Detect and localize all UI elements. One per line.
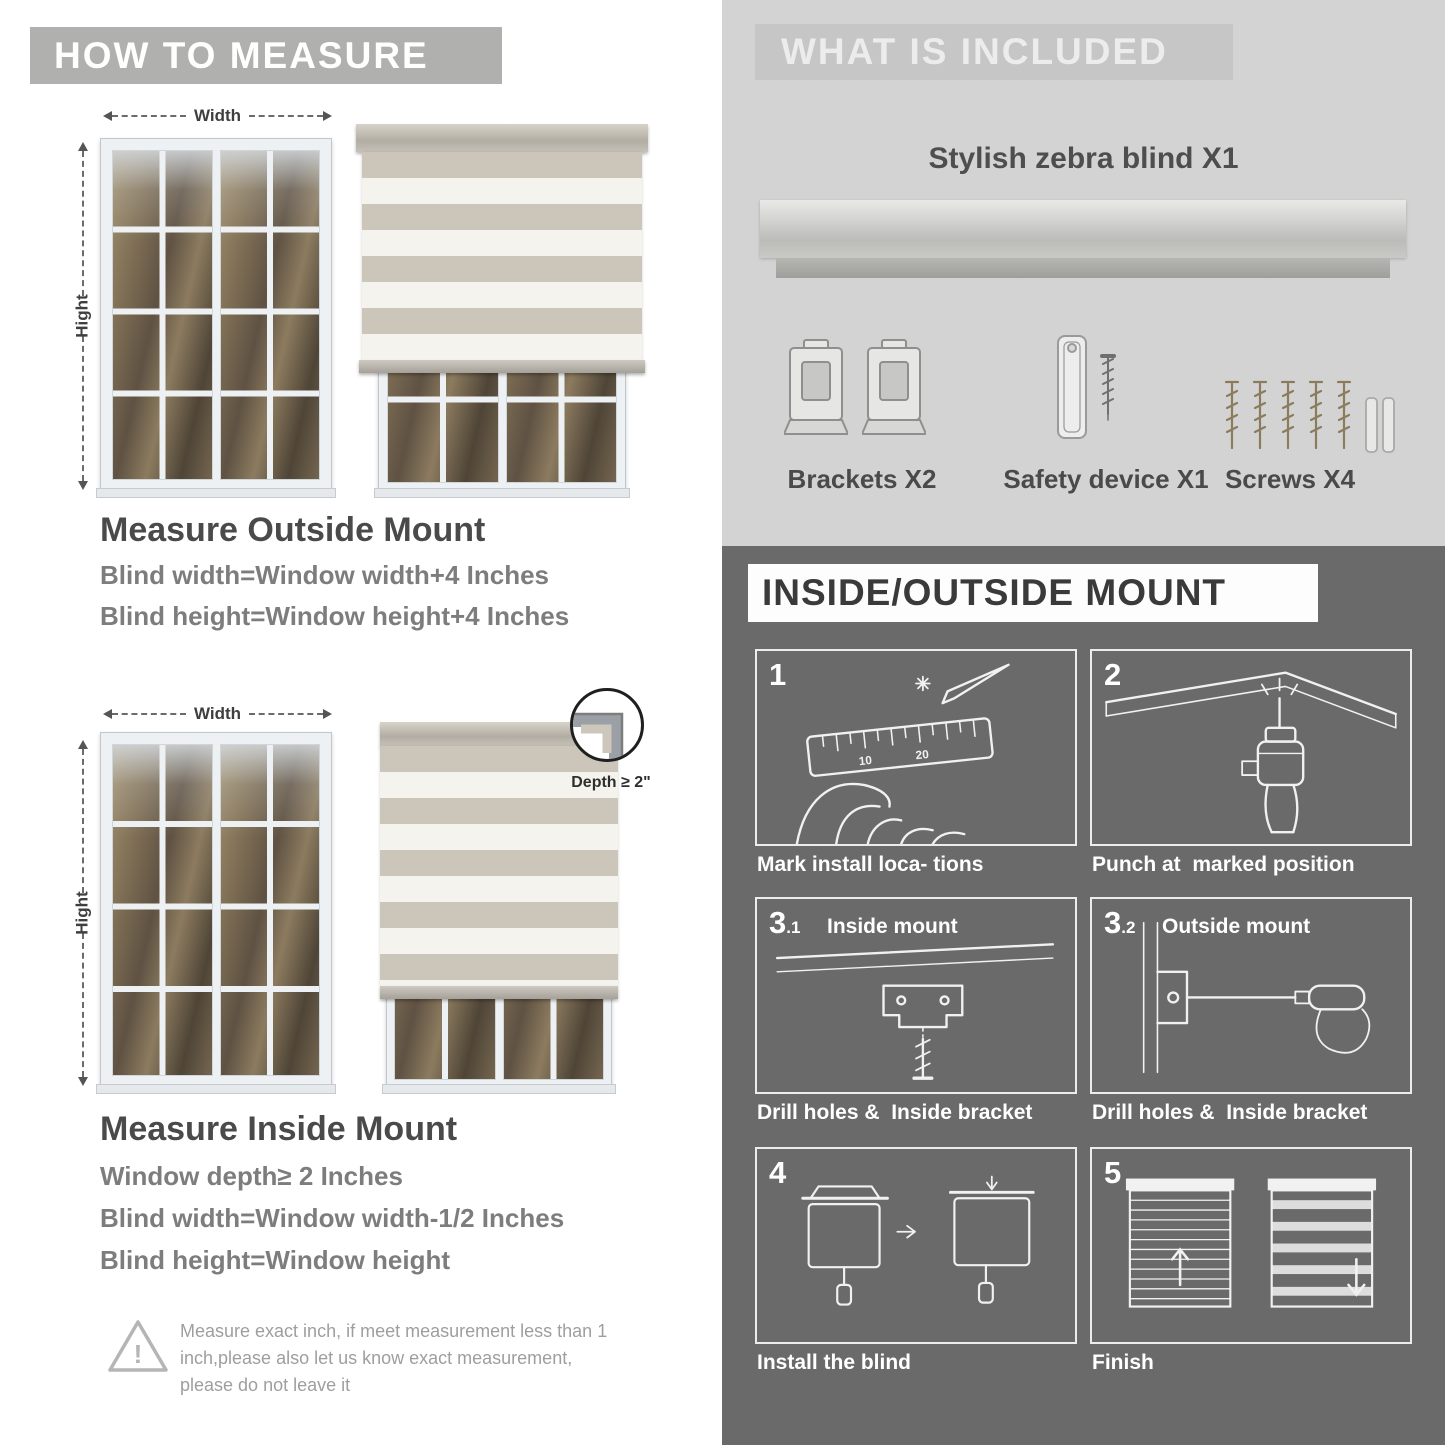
- width-arrow: Width: [103, 105, 332, 127]
- inside-mount-rule: Window depth≥ 2 Inches: [100, 1161, 403, 1191]
- step-3-2-panel: 3.2 Outside mount: [1090, 897, 1412, 1094]
- height-arrow: Hight: [72, 142, 94, 490]
- step-2-panel: 2: [1090, 649, 1412, 846]
- blind-cassette: [356, 124, 648, 152]
- dashed-line: [82, 336, 84, 481]
- step-3-1-panel: 3.1 Inside mount: [755, 897, 1077, 1094]
- inside-bracket-illustration: [775, 943, 1055, 1080]
- dashed-line: [82, 749, 84, 893]
- mount-title: INSIDE/OUTSIDE MOUNT: [762, 572, 1227, 613]
- bracket-icon: [784, 339, 848, 435]
- window-sash: [112, 744, 213, 1076]
- step-number: 2: [1104, 657, 1122, 692]
- what-is-included-section: WHAT IS INCLUDED Stylish zebra blind X1: [722, 0, 1445, 546]
- arrow-left-icon: [103, 709, 112, 719]
- arrow-left-icon: [103, 111, 112, 121]
- width-arrow: Width: [103, 703, 332, 725]
- arrow-down-icon: [78, 481, 88, 490]
- window-sash: [219, 150, 320, 480]
- safety-device-icon: [1057, 335, 1116, 439]
- outside-bracket-illustration: [1142, 921, 1371, 1074]
- finish-illustration: [1125, 1178, 1377, 1308]
- width-label: Width: [193, 106, 242, 125]
- step-1-panel: 1 10 20: [755, 649, 1077, 846]
- blind-item-label: Stylish zebra blind X1: [928, 142, 1239, 175]
- dashed-line: [112, 115, 186, 117]
- window-corner-zoom-icon: [573, 712, 624, 759]
- zebra-blind-outside-illustration: [356, 124, 648, 498]
- blind-bottom-rail: [380, 986, 618, 999]
- screws-label: Screws X4: [1224, 464, 1356, 494]
- window-sash: [112, 150, 213, 480]
- mark-location-illustration: 10 20: [795, 663, 1010, 844]
- what-is-included-banner: WHAT IS INCLUDED: [755, 24, 1233, 80]
- arrow-right-icon: [323, 709, 332, 719]
- mount-banner: INSIDE/OUTSIDE MOUNT: [748, 564, 1318, 622]
- step-2-caption: Punch at marked position: [1092, 853, 1355, 876]
- dashed-line: [82, 151, 84, 296]
- outside-mount-rule: Blind height=Window height+4 Inches: [100, 601, 570, 631]
- how-to-measure-banner: HOW TO MEASURE: [30, 27, 502, 84]
- step-4-caption: Install the blind: [757, 1351, 912, 1374]
- blind-fabric-stripes: [380, 746, 618, 986]
- window-outside-illustration: [96, 138, 336, 498]
- outside-mount-rule: Blind width=Window width+4 Inches: [100, 560, 549, 590]
- step-5-panel: 5: [1090, 1147, 1412, 1344]
- dashed-line: [82, 933, 84, 1077]
- dashed-line: [112, 713, 186, 715]
- arrow-right-icon: [323, 111, 332, 121]
- svg-text:!: !: [134, 1339, 143, 1369]
- mount-steps-section: INSIDE/OUTSIDE MOUNT 1 10 20: [722, 546, 1445, 1445]
- bracket-icon: [862, 339, 926, 435]
- dashed-line: [249, 115, 323, 117]
- width-label: Width: [193, 704, 242, 723]
- drill-punch-illustration: [1105, 671, 1397, 834]
- depth-label: Depth ≥ 2": [571, 774, 651, 791]
- arrow-down-icon: [78, 1077, 88, 1086]
- svg-text:10: 10: [858, 753, 873, 768]
- window-inside-illustration: [96, 732, 336, 1094]
- blind-bottom-rail: [359, 360, 645, 373]
- measure-warning-text: Measure exact inch, if meet measurement …: [180, 1321, 608, 1395]
- outside-mount-label: Outside mount: [1162, 915, 1311, 938]
- screws-icon: [1224, 380, 1395, 453]
- safety-device-label: Safety device X1: [1003, 464, 1209, 494]
- step-number: 5: [1104, 1155, 1122, 1190]
- inside-mount-label: Inside mount: [827, 915, 958, 938]
- install-blind-illustration: [801, 1175, 1035, 1306]
- step-number: 1: [769, 657, 787, 692]
- step-number: 3.1: [769, 905, 801, 940]
- step-1-caption: Mark install loca- tions: [757, 853, 984, 876]
- warning-icon: !: [108, 1320, 168, 1372]
- how-to-measure-title: HOW TO MEASURE: [54, 34, 429, 76]
- blind-fabric-stripes: [362, 152, 642, 360]
- height-arrow: Hight: [72, 740, 94, 1086]
- step-number: 4: [769, 1155, 787, 1190]
- depth-callout-circle: [570, 688, 644, 762]
- step-3-2-caption: Drill holes & Inside bracket: [1092, 1101, 1368, 1124]
- zebra-blind-headrail: [760, 200, 1406, 258]
- step-4-panel: 4: [755, 1147, 1077, 1344]
- inside-mount-title: Measure Inside Mount: [100, 1110, 458, 1148]
- inside-mount-rule: Blind width=Window width-1/2 Inches: [100, 1203, 565, 1233]
- height-label: Hight: [73, 294, 92, 338]
- svg-text:20: 20: [915, 747, 930, 762]
- dashed-line: [249, 713, 323, 715]
- outside-mount-title: Measure Outside Mount: [100, 511, 486, 549]
- arrow-up-icon: [78, 740, 88, 749]
- window-glazing: [112, 150, 320, 480]
- what-is-included-title: WHAT IS INCLUDED: [781, 31, 1168, 72]
- step-3-1-caption: Drill holes & Inside bracket: [757, 1101, 1033, 1124]
- brackets-label: Brackets X2: [787, 464, 937, 494]
- arrow-up-icon: [78, 142, 88, 151]
- step-number: 3.2: [1104, 905, 1136, 940]
- window-sash: [219, 744, 320, 1076]
- height-label: Hight: [73, 891, 92, 935]
- zebra-blind-inside-illustration: [380, 722, 618, 1094]
- zebra-blind-headrail-bottom: [776, 258, 1390, 278]
- inside-mount-rule: Blind height=Window height: [100, 1245, 450, 1275]
- window-glazing: [112, 744, 320, 1076]
- step-5-caption: Finish: [1092, 1351, 1154, 1374]
